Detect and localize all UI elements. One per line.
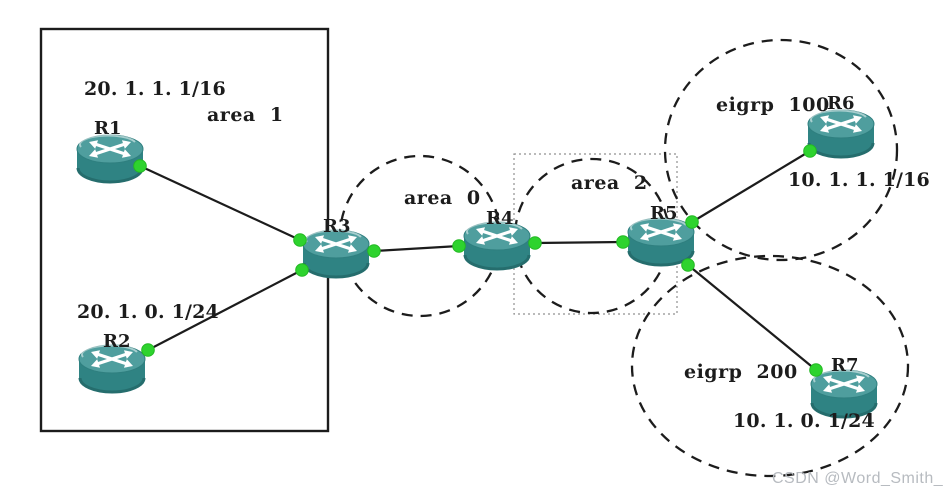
router-chassis-shadow <box>810 402 878 419</box>
router-arrowhead-icon <box>852 124 862 133</box>
router-R7-label: R7 <box>831 355 858 376</box>
router-gloss <box>812 369 870 383</box>
router-gloss <box>809 109 867 123</box>
router-chassis-shadow <box>627 250 695 267</box>
router-arrowhead-icon <box>640 232 650 241</box>
area0-label: area 0 <box>404 187 481 209</box>
router-arrowhead-icon <box>476 236 486 245</box>
interface-dot <box>681 258 695 272</box>
interface-dot <box>293 233 307 247</box>
router-arrowhead-icon <box>508 227 518 236</box>
router-R4-label: R4 <box>486 208 513 229</box>
router-arrowhead-icon <box>476 227 486 236</box>
router-R6 <box>807 109 875 159</box>
router-R2-ip-label: 20. 1. 0. 1/24 <box>77 301 219 323</box>
link-R5-R7 <box>687 264 817 371</box>
router-arrowhead-icon <box>823 375 833 384</box>
router-arrowhead-icon <box>89 140 99 149</box>
router-arrowhead-icon <box>91 359 101 368</box>
eigrp200-circle <box>630 254 910 478</box>
router-arrow-icon <box>97 352 127 366</box>
link-R2-R3 <box>147 269 303 351</box>
interface-dot <box>616 235 630 249</box>
router-arrowhead-icon <box>123 359 133 368</box>
router-R2-label: R2 <box>103 331 130 352</box>
router-arrowhead-icon <box>820 124 830 133</box>
router-arrowhead-icon <box>672 232 682 241</box>
router-arrowhead-icon <box>89 149 99 158</box>
router-arrowhead-icon <box>91 350 101 359</box>
router-R1 <box>76 134 144 184</box>
router-arrowhead-icon <box>315 235 325 244</box>
area2-label: area 2 <box>571 172 648 194</box>
router-arrowhead-icon <box>123 350 133 359</box>
router-arrow-icon <box>829 377 859 391</box>
csdn-watermark: CSDN @Word_Smith_ <box>772 470 944 487</box>
router-arrow-icon <box>95 142 125 156</box>
router-gloss <box>78 134 136 148</box>
router-R4 <box>463 221 531 271</box>
router-arrowhead-icon <box>852 115 862 124</box>
interface-dot <box>141 343 155 357</box>
router-R1-ip-label: 20. 1. 1. 1/16 <box>84 78 226 100</box>
link-R1-R3 <box>139 165 301 241</box>
router-R1-label: R1 <box>94 118 121 139</box>
router-arrowhead-icon <box>855 384 865 393</box>
router-R6-label: R6 <box>827 93 854 114</box>
router-R6-ip-label: 10. 1. 1. 1/16 <box>788 169 930 191</box>
router-R2 <box>78 344 146 394</box>
router-chassis-shadow <box>463 254 531 271</box>
router-arrowhead-icon <box>347 235 357 244</box>
router-R5-label: R5 <box>650 203 677 224</box>
interface-dot <box>367 244 381 258</box>
router-arrowhead-icon <box>121 140 131 149</box>
router-R7-ip-label: 10. 1. 0. 1/24 <box>733 410 875 432</box>
router-arrowhead-icon <box>347 244 357 253</box>
interface-dot <box>528 236 542 250</box>
interface-dot <box>809 363 823 377</box>
interface-dot <box>685 215 699 229</box>
router-chassis-shadow <box>76 167 144 184</box>
router-arrow-icon <box>646 225 676 239</box>
router-R5 <box>627 217 695 267</box>
eigrp200-label: eigrp 200 <box>684 361 798 383</box>
router-R3-label: R3 <box>323 216 350 237</box>
interface-dot <box>452 239 466 253</box>
router-arrow-icon <box>482 229 512 243</box>
router-gloss <box>629 217 687 231</box>
router-arrowhead-icon <box>855 375 865 384</box>
interface-dot <box>803 144 817 158</box>
router-arrowhead-icon <box>121 149 131 158</box>
eigrp100-circle <box>663 38 899 262</box>
router-arrowhead-icon <box>823 384 833 393</box>
area1-label: area 1 <box>207 104 284 126</box>
link-R3-R4 <box>373 244 460 253</box>
router-arrowhead-icon <box>508 236 518 245</box>
link-R5-R6 <box>691 150 811 223</box>
link-R4-R5 <box>534 240 624 245</box>
router-arrowhead-icon <box>820 115 830 124</box>
router-gloss <box>465 221 523 235</box>
router-gloss <box>80 344 138 358</box>
router-chassis-shadow <box>78 377 146 394</box>
router-arrowhead-icon <box>640 223 650 232</box>
router-arrow-icon <box>826 117 856 131</box>
router-arrow-icon <box>321 237 351 251</box>
router-arrowhead-icon <box>672 223 682 232</box>
router-R7 <box>810 369 878 419</box>
router-R3 <box>302 229 370 279</box>
interface-dot <box>133 159 147 173</box>
eigrp100-label: eigrp 100 <box>716 94 830 116</box>
interface-dot <box>295 263 309 277</box>
router-arrowhead-icon <box>315 244 325 253</box>
